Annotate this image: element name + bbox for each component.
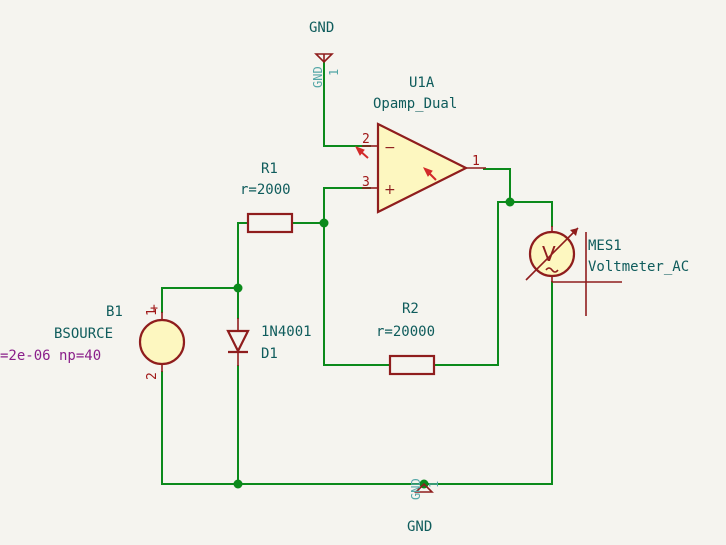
junction-node-r1-r2 bbox=[319, 218, 329, 228]
mes1-reference: MES1 bbox=[588, 238, 622, 254]
voltmeter-symbol: V bbox=[542, 242, 556, 266]
gnd-arrow-icon bbox=[414, 482, 434, 493]
junction-diode-top bbox=[233, 283, 243, 293]
diode-triangle bbox=[226, 329, 250, 354]
source-b1-body bbox=[138, 318, 186, 366]
d1-reference: D1 bbox=[261, 346, 278, 362]
probe-arrow-icon bbox=[422, 167, 437, 181]
gnd-bottom-pin-name: GND bbox=[409, 478, 423, 500]
resistor-r1-body bbox=[246, 212, 294, 234]
wires bbox=[161, 61, 553, 485]
gnd-symbol-top[interactable]: GND GND 1 bbox=[309, 20, 341, 88]
gnd-top-label: GND bbox=[309, 20, 334, 36]
r1-value: r=2000 bbox=[240, 182, 291, 198]
b1-reference: B1 bbox=[106, 304, 123, 320]
opamp-u1a[interactable]: − + 2 3 1 U1A Opamp_Dual bbox=[354, 75, 486, 214]
ac-wave-icon bbox=[545, 267, 559, 273]
gnd-top-pin-num: 1 bbox=[327, 69, 341, 76]
wire-gnd-to-inv-input[interactable] bbox=[323, 61, 371, 147]
voltmeter-mes1[interactable]: V MES1 Voltmeter_AC bbox=[525, 226, 689, 316]
opamp-pin-inv: 2 bbox=[362, 132, 370, 147]
b1-pin2: 2 bbox=[145, 372, 160, 380]
source-b1[interactable]: 1 + 2 B1 BSOURCE =2e-06 np=40 bbox=[0, 304, 186, 380]
resistor-r2-body bbox=[388, 354, 436, 376]
arrow-icon bbox=[570, 228, 578, 236]
diode-d1[interactable]: 1N4001 D1 bbox=[226, 318, 312, 366]
d1-value: 1N4001 bbox=[261, 324, 312, 340]
probe-arrow-icon bbox=[354, 146, 369, 159]
resistor-r1[interactable]: R1 r=2000 bbox=[240, 161, 294, 234]
gnd-top-pin-name: GND bbox=[311, 66, 325, 88]
r2-reference: R2 bbox=[402, 301, 419, 317]
gnd-bottom-label: GND bbox=[407, 519, 432, 535]
junction-diode-bottom bbox=[233, 479, 243, 489]
mes1-value: Voltmeter_AC bbox=[588, 259, 689, 275]
b1-plus: + bbox=[147, 304, 162, 312]
b1-parameters: =2e-06 np=40 bbox=[0, 348, 101, 364]
opamp-value: Opamp_Dual bbox=[373, 96, 457, 112]
opamp-plus: + bbox=[384, 182, 396, 198]
wire-r1-left[interactable] bbox=[237, 222, 249, 289]
junctions bbox=[233, 197, 515, 489]
r1-reference: R1 bbox=[261, 161, 278, 177]
gnd-symbol-bottom[interactable]: GND 1 GND bbox=[407, 478, 441, 535]
opamp-pin-noninv: 3 bbox=[362, 175, 370, 190]
junction-output bbox=[505, 197, 515, 207]
opamp-pin-out: 1 bbox=[472, 154, 480, 169]
opamp-triangle bbox=[376, 122, 469, 214]
wire-r2-to-output[interactable] bbox=[434, 201, 553, 366]
wire-node-to-r2[interactable] bbox=[323, 222, 391, 366]
wire-noninv-to-node[interactable] bbox=[323, 187, 371, 224]
resistor-r2[interactable]: R2 r=20000 bbox=[376, 301, 436, 376]
wire-battery-top[interactable] bbox=[161, 287, 239, 313]
b1-pin1: 1 bbox=[145, 308, 160, 316]
b1-value: BSOURCE bbox=[54, 326, 113, 342]
gnd-bottom-pin-num: 1 bbox=[427, 481, 441, 488]
opamp-minus: − bbox=[384, 140, 396, 156]
wire-ground-rail[interactable] bbox=[161, 281, 553, 485]
wire-output[interactable] bbox=[483, 168, 511, 203]
opamp-reference: U1A bbox=[409, 75, 435, 91]
r2-value: r=20000 bbox=[376, 324, 435, 340]
